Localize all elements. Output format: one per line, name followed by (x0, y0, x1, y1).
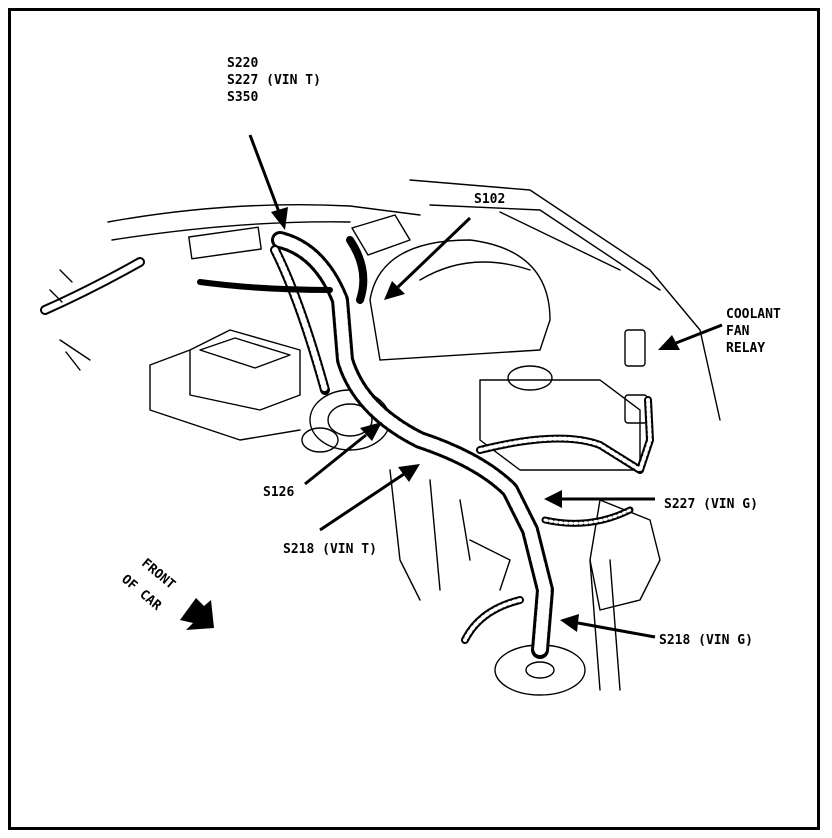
strut-tower (589, 499, 661, 611)
arrow-s126 (304, 422, 382, 486)
fender-line (111, 221, 351, 241)
master-cylinder-lid (199, 337, 291, 369)
harness-branch (543, 508, 632, 525)
callout-s350: S350 (227, 90, 259, 105)
reservoir-cap (301, 427, 339, 453)
main-harness-inner (274, 234, 551, 656)
callout-s220-group: S220 S227 (VIN T) S350 (227, 55, 321, 106)
coolant-line-3: RELAY (726, 341, 766, 356)
arrow-s220 (248, 134, 288, 230)
arrow-s218-vin-g (560, 614, 656, 639)
harness-branch (463, 598, 522, 642)
master-cylinder-body (149, 349, 301, 441)
arrow-s218-vin-t (319, 464, 420, 532)
bracket (459, 499, 511, 591)
oil-cap (507, 365, 553, 391)
callout-s218-vin-t: S218 (VIN T) (283, 542, 377, 557)
engine-dome (369, 239, 551, 361)
booster-ring (327, 403, 373, 437)
fuse-block (188, 226, 262, 260)
callout-s227-vin-t: S227 (VIN T) (227, 73, 321, 88)
pulley-hub (525, 661, 555, 679)
arrow-coolant-relay (658, 323, 723, 350)
hood-line (429, 204, 661, 291)
coolant-line-2: FAN (726, 324, 750, 339)
callout-s218-vin-g: S218 (VIN G) (659, 633, 753, 648)
harness-branch (197, 279, 333, 293)
radiator-hose (42, 259, 143, 313)
harness-branch (346, 236, 368, 304)
front-of-car-arrow (180, 598, 214, 630)
connector-block (351, 214, 411, 256)
callout-s227-vin-g: S227 (VIN G) (664, 497, 758, 512)
callout-coolant-fan-relay: COOLANT FAN RELAY (726, 306, 781, 357)
coolant-line-1: COOLANT (726, 307, 781, 322)
callout-s126: S126 (263, 485, 295, 500)
relay-connector (624, 394, 648, 424)
callout-s102: S102 (474, 192, 506, 207)
hose-clamp (49, 269, 73, 303)
diagram-frame (8, 8, 820, 830)
arrow-s227-vin-g (544, 490, 655, 508)
master-cylinder (189, 329, 301, 411)
arrow-s102 (384, 216, 472, 300)
callout-s220: S220 (227, 56, 259, 71)
harness-branch (272, 247, 328, 393)
coolant-fan-relay (624, 329, 646, 367)
fender-line (107, 204, 421, 223)
hose-bracket (59, 339, 91, 371)
hood-line (499, 211, 621, 271)
engine-front (389, 469, 441, 601)
harness-branch (461, 596, 524, 644)
harness-branch (478, 398, 652, 472)
hood-line (409, 179, 721, 421)
engine-dome-edge (419, 261, 531, 281)
